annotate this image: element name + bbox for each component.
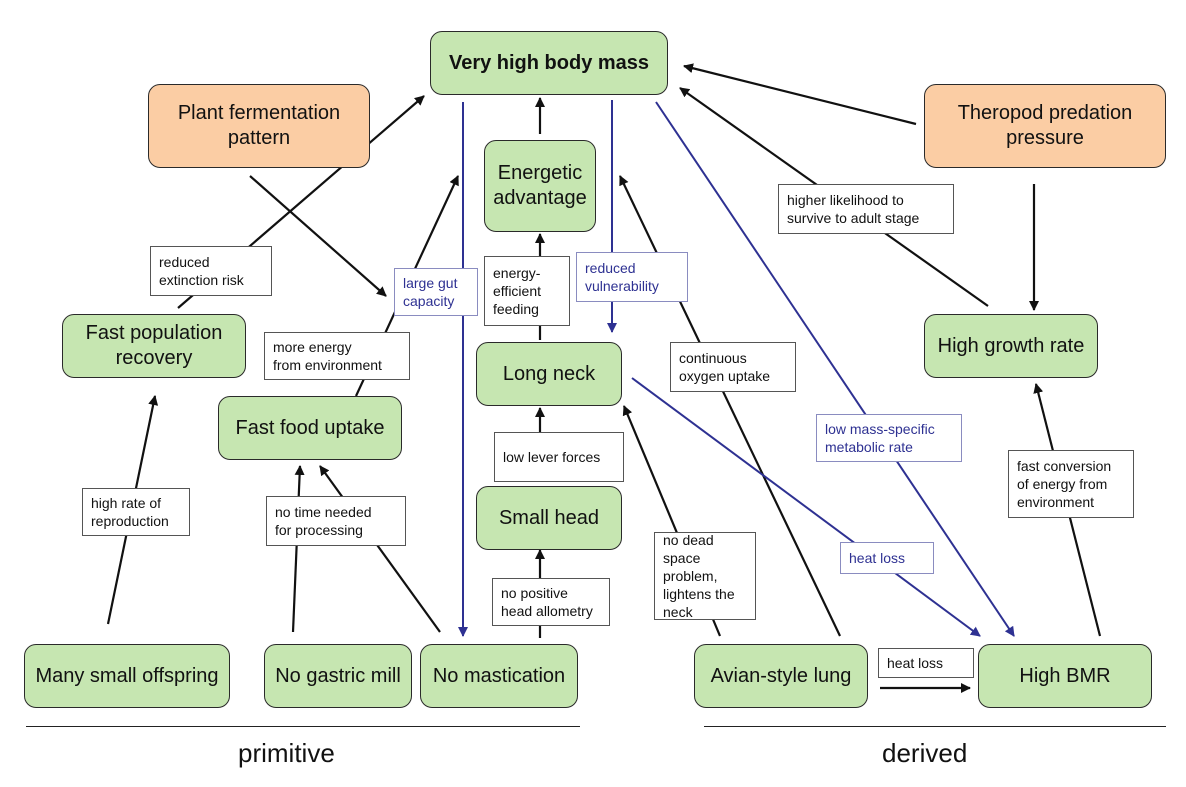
node-energetic-advantage: Energetic advantage bbox=[484, 140, 596, 232]
arrow-fermentation-to-gut bbox=[249, 175, 387, 297]
node-theropod-predation: Theropod predation pressure bbox=[924, 84, 1166, 168]
node-no-mastication: No mastication bbox=[420, 644, 578, 708]
node-fast-food-uptake: Fast food uptake bbox=[218, 396, 402, 460]
derived-divider bbox=[704, 726, 1166, 727]
label-high-rate-reproduction: high rate of reproduction bbox=[82, 488, 190, 536]
label-reduced-extinction-risk: reduced extinction risk bbox=[150, 246, 272, 296]
node-no-gastric-mill: No gastric mill bbox=[264, 644, 412, 708]
node-long-neck: Long neck bbox=[476, 342, 622, 406]
primitive-divider bbox=[26, 726, 580, 727]
node-high-growth-rate: High growth rate bbox=[924, 314, 1098, 378]
label-higher-likelihood: higher likelihood to survive to adult st… bbox=[778, 184, 954, 234]
node-many-small-offspring: Many small offspring bbox=[24, 644, 230, 708]
label-energy-efficient-feeding: energy- efficient feeding bbox=[484, 256, 570, 326]
label-fast-conversion: fast conversion of energy from environme… bbox=[1008, 450, 1134, 518]
label-more-energy: more energy from environment bbox=[264, 332, 410, 380]
label-reduced-vulnerability: reduced vulnerability bbox=[576, 252, 688, 302]
node-small-head: Small head bbox=[476, 486, 622, 550]
arrow-mass-to-bmr bbox=[655, 101, 1015, 637]
arrow-theropod-to-mass bbox=[683, 63, 917, 126]
arrow-neck-to-bmr bbox=[631, 377, 981, 637]
arrow-gastric-to-foodup bbox=[291, 465, 305, 633]
node-plant-fermentation: Plant fermentation pattern bbox=[148, 84, 370, 168]
footer-primitive: primitive bbox=[238, 738, 335, 768]
label-heat-loss-blue: heat loss bbox=[840, 542, 934, 574]
label-heat-loss-black: heat loss bbox=[878, 648, 974, 678]
label-continuous-oxygen: continuous oxygen uptake bbox=[670, 342, 796, 392]
label-low-mass-specific: low mass-specific metabolic rate bbox=[816, 414, 962, 462]
node-very-high-body-mass: Very high body mass bbox=[430, 31, 668, 95]
node-fast-population-recovery: Fast population recovery bbox=[62, 314, 246, 378]
node-high-bmr: High BMR bbox=[978, 644, 1152, 708]
label-low-lever-forces: low lever forces bbox=[494, 432, 624, 482]
node-avian-style-lung: Avian-style lung bbox=[694, 644, 868, 708]
label-large-gut-capacity: large gut capacity bbox=[394, 268, 478, 316]
footer-derived: derived bbox=[882, 738, 968, 768]
label-no-positive-allometry: no positive head allometry bbox=[492, 578, 610, 626]
label-no-time-needed: no time needed for processing bbox=[266, 496, 406, 546]
label-no-dead-space: no dead space problem, lightens the neck bbox=[654, 532, 756, 620]
arrow-mastication-to-foodup bbox=[319, 465, 441, 633]
